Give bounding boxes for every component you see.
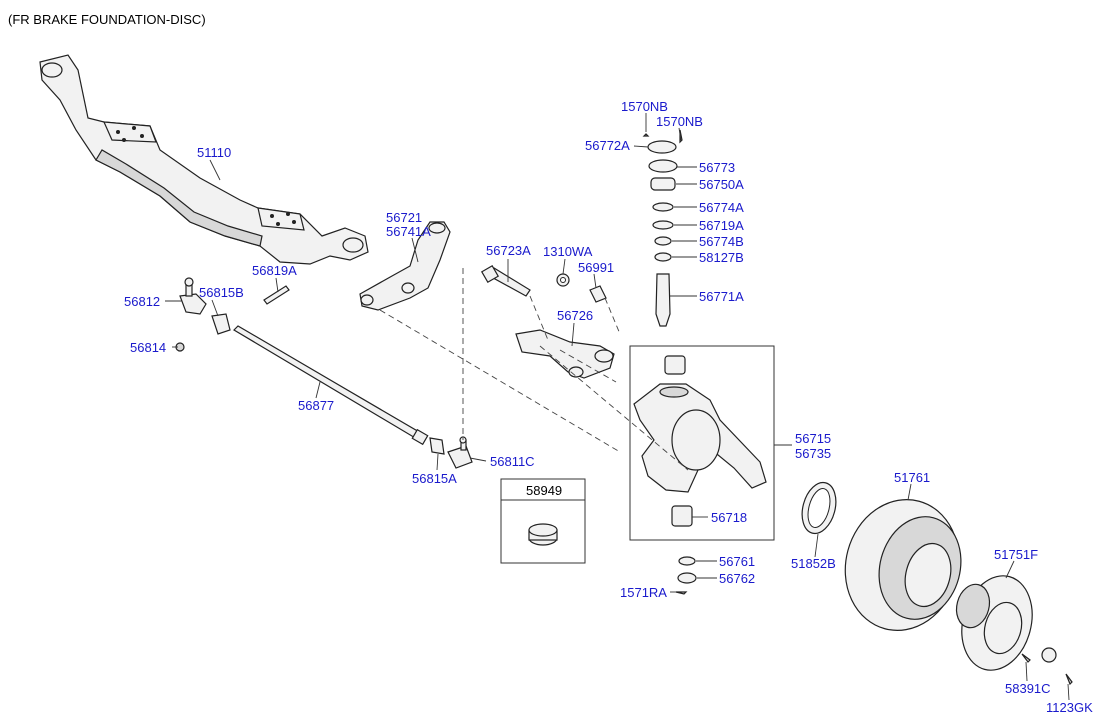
part-label-56762[interactable]: 56762 xyxy=(719,571,755,586)
inset-part-drawing xyxy=(528,523,558,546)
part-label-56815a[interactable]: 56815A xyxy=(412,471,457,486)
knuckle-box xyxy=(629,345,775,541)
part-label-56726[interactable]: 56726 xyxy=(557,308,593,323)
part-label-56741a[interactable]: 56741A xyxy=(386,224,431,239)
axle-beam-drawing xyxy=(39,54,369,265)
part-label-58127b[interactable]: 58127B xyxy=(699,250,744,265)
part-label-51110[interactable]: 51110 xyxy=(197,145,231,160)
part-label-56991[interactable]: 56991 xyxy=(578,260,614,275)
part-label-51751f[interactable]: 51751F xyxy=(994,547,1038,562)
part-label-1310wa[interactable]: 1310WA xyxy=(543,244,593,259)
part-label-1123gk[interactable]: 1123GK xyxy=(1046,700,1093,715)
brake-drum-drawing xyxy=(844,499,962,631)
part-label-1570nb-a[interactable]: 1570NB xyxy=(621,99,668,114)
inset-box xyxy=(500,478,586,564)
part-label-56815b[interactable]: 56815B xyxy=(199,285,244,300)
steering-arm-drawing xyxy=(359,221,451,311)
part-label-56750a[interactable]: 56750A xyxy=(699,177,744,192)
leader-lines xyxy=(165,113,1070,701)
part-label-56718[interactable]: 56718 xyxy=(711,510,747,525)
part-label-1570nb-b[interactable]: 1570NB xyxy=(656,114,703,129)
part-label-56811c[interactable]: 56811C xyxy=(490,454,535,469)
part-label-51761[interactable]: 51761 xyxy=(894,470,930,485)
part-label-56761[interactable]: 56761 xyxy=(719,554,755,569)
part-label-56773[interactable]: 56773 xyxy=(699,160,735,175)
kingpin-stack-drawing xyxy=(642,129,683,327)
part-label-58391c[interactable]: 58391C xyxy=(1005,681,1051,696)
tie-rod-drawing xyxy=(233,325,429,446)
part-label-56812[interactable]: 56812 xyxy=(124,294,160,309)
part-label-56774a[interactable]: 56774A xyxy=(699,200,744,215)
part-label-56774b[interactable]: 56774B xyxy=(699,234,744,249)
part-label-56715[interactable]: 56715 xyxy=(795,431,831,446)
diagram-title: (FR BRAKE FOUNDATION-DISC) xyxy=(8,12,206,27)
lower-seal-drawing xyxy=(675,556,697,595)
part-label-56814[interactable]: 56814 xyxy=(130,340,166,355)
part-label-1571ra[interactable]: 1571RA xyxy=(620,585,667,600)
tie-rod-end-right-drawing xyxy=(429,436,473,469)
steering-knuckle-drawing xyxy=(633,355,767,527)
part-label-56721[interactable]: 56721 xyxy=(386,210,422,225)
part-label-56819a[interactable]: 56819A xyxy=(252,263,297,278)
part-label-56877[interactable]: 56877 xyxy=(298,398,334,413)
part-label-51852b[interactable]: 51852B xyxy=(791,556,836,571)
part-label-56772a[interactable]: 56772A xyxy=(585,138,630,153)
wheel-hub-drawing xyxy=(955,575,1073,686)
part-label-56719a[interactable]: 56719A xyxy=(699,218,744,233)
inset-box-label: 58949 xyxy=(526,483,562,498)
part-label-56723a[interactable]: 56723A xyxy=(486,243,531,258)
part-label-56735[interactable]: 56735 xyxy=(795,446,831,461)
oil-seal-drawing xyxy=(801,481,837,535)
tie-rod-end-left-drawing xyxy=(175,277,290,352)
part-label-56771a[interactable]: 56771A xyxy=(699,289,744,304)
knuckle-arm-drawing xyxy=(515,329,615,379)
